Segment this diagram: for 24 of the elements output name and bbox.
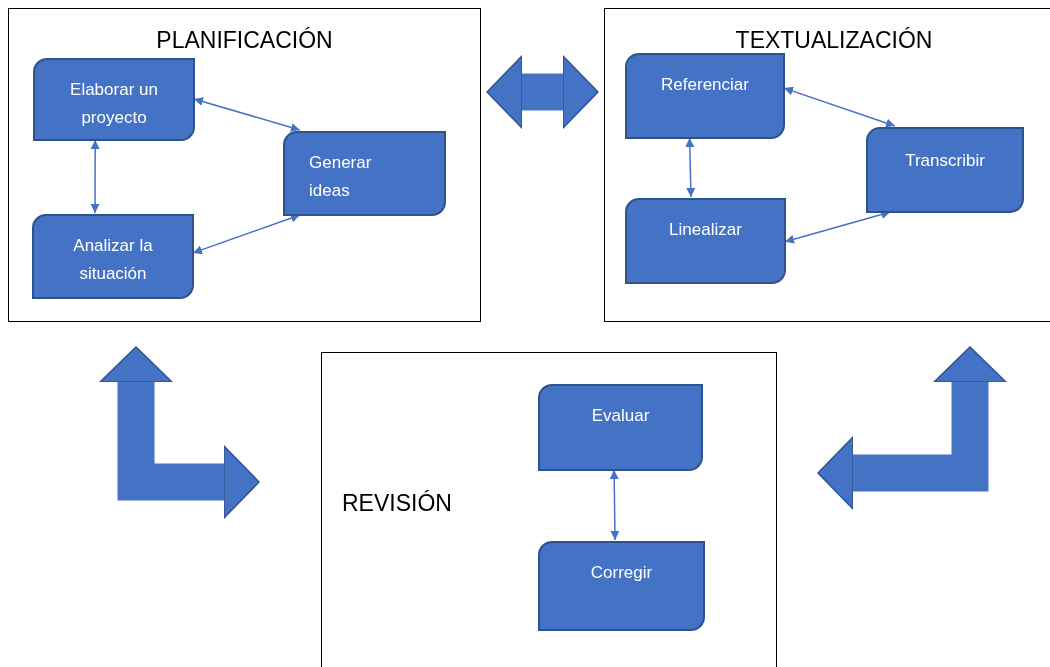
stage-title: TEXTUALIZACIÓN xyxy=(734,26,934,55)
process-box: Linealizar xyxy=(625,198,786,284)
block-arrow xyxy=(99,346,260,519)
process-box: Analizar la situación xyxy=(32,214,194,299)
arrow xyxy=(783,86,896,128)
arrow xyxy=(685,137,696,198)
process-box: Elaborar un proyecto xyxy=(33,58,195,141)
stage-frame xyxy=(321,352,777,667)
stage-frame xyxy=(604,8,1050,322)
arrow xyxy=(192,213,301,255)
stage-frame xyxy=(8,8,481,322)
process-box: Evaluar xyxy=(538,384,703,471)
arrow xyxy=(784,210,892,244)
process-box: Corregir xyxy=(538,541,705,631)
stage-title: REVISIÓN xyxy=(342,489,452,518)
block-arrow xyxy=(486,55,599,129)
process-box: Referenciar xyxy=(625,53,785,139)
stage-title: PLANIFICACIÓN xyxy=(155,26,334,55)
process-box: Generar ideas xyxy=(283,131,446,216)
process-box: Transcribir xyxy=(866,127,1024,213)
arrow xyxy=(609,469,620,541)
arrow xyxy=(193,97,301,132)
arrow xyxy=(90,139,100,214)
block-arrow xyxy=(817,346,1007,510)
